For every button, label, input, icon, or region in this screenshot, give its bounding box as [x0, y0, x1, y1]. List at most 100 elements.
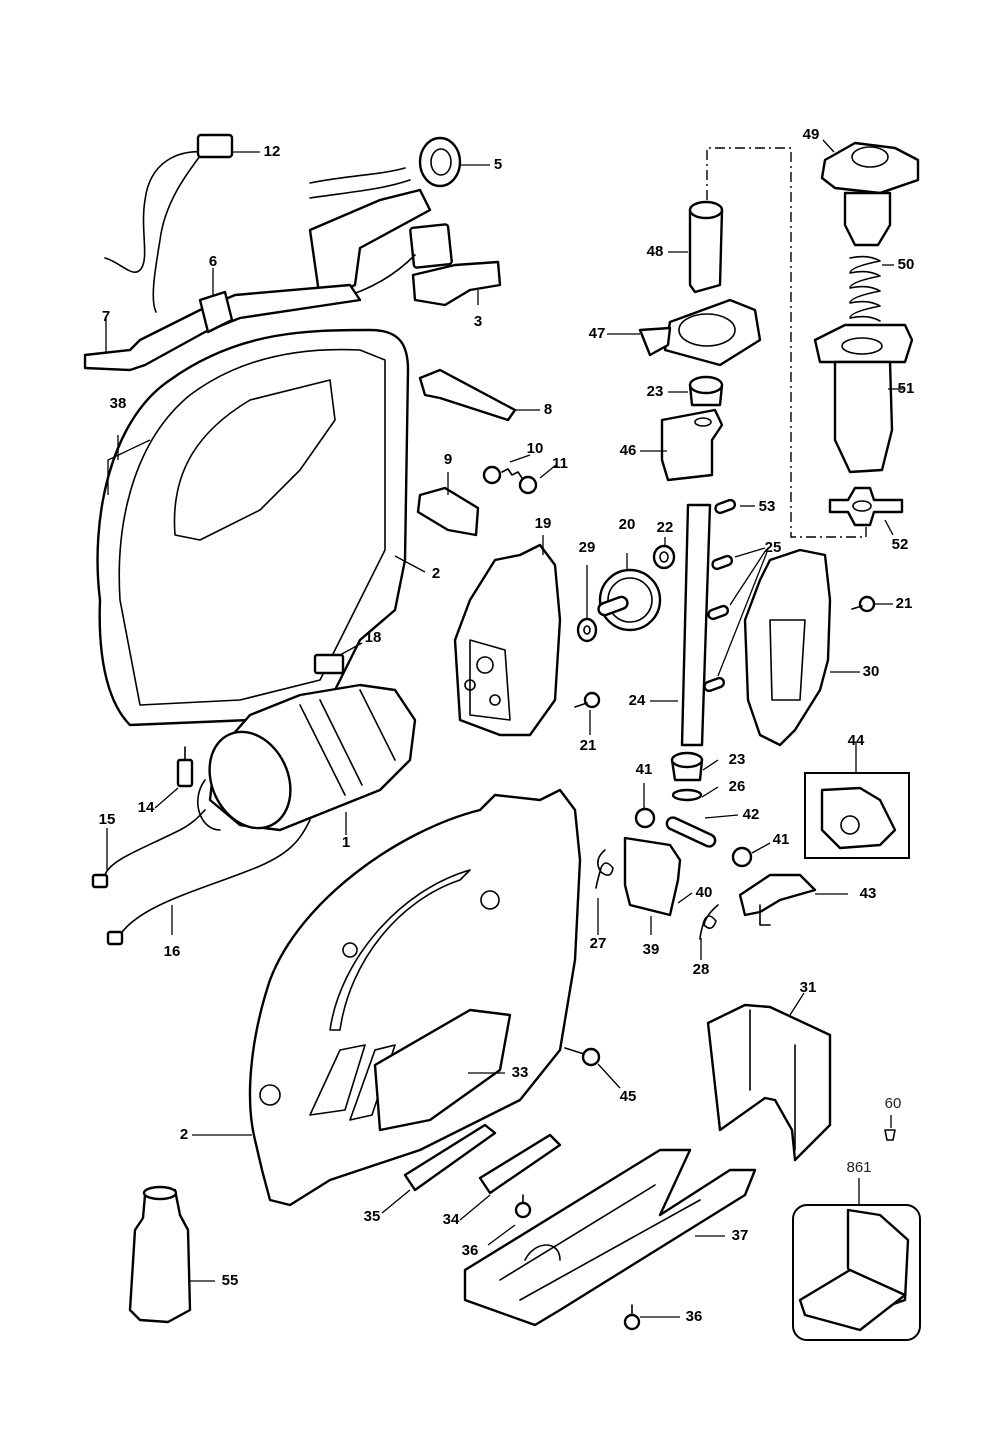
callout-18: 18 [364, 629, 382, 646]
callout-861: 861 [846, 1159, 872, 1176]
callout-36-lower: 36 [685, 1308, 703, 1325]
callout-1: 1 [341, 834, 351, 851]
part-28-spring [699, 904, 719, 960]
callout-49: 49 [802, 126, 820, 143]
callout-55: 55 [221, 1272, 239, 1289]
callout-38: 38 [109, 395, 127, 412]
part-34-bevel-lock [459, 1133, 562, 1221]
part-50-spring [849, 255, 894, 322]
part-2-housing-outer [192, 788, 582, 1207]
part-15-lead-wire [91, 809, 206, 889]
callout-9: 9 [443, 451, 453, 468]
callout-3: 3 [473, 313, 483, 330]
callout-2-upper: 2 [431, 565, 441, 582]
callout-40: 40 [695, 884, 713, 901]
callout-15: 15 [98, 811, 116, 828]
callout-27: 27 [589, 935, 607, 952]
callout-10: 10 [526, 440, 544, 457]
part-49-clamp-knob [820, 139, 920, 247]
callout-19: 19 [534, 515, 552, 532]
part-6-7-power-cord [83, 268, 362, 372]
part-43-pendulum-lever [738, 873, 848, 926]
callout-39: 39 [642, 941, 660, 958]
callout-8: 8 [543, 401, 553, 418]
part-38-housing-half [96, 328, 426, 727]
callout-37: 37 [731, 1227, 749, 1244]
callout-43: 43 [859, 885, 877, 902]
part-24-plunger-shaft [650, 498, 768, 747]
part-14-brush-holder [154, 746, 194, 809]
part-21-screw-right [851, 595, 893, 613]
callout-24: 24 [628, 692, 646, 709]
part-37-shoe [463, 1148, 757, 1327]
callout-23-lower: 23 [728, 751, 746, 768]
callout-36-upper: 36 [461, 1242, 479, 1259]
part-5-speed-dial [308, 136, 490, 302]
assembly-line [706, 147, 867, 538]
part-31-blade-guard [706, 992, 832, 1162]
part-51-knob-housing [813, 323, 914, 474]
part-35-dust-chute [381, 1123, 497, 1214]
callout-42: 42 [742, 806, 760, 823]
callout-20: 20 [618, 516, 636, 533]
callout-21-left: 21 [579, 737, 597, 754]
callout-60: 60 [884, 1095, 902, 1112]
callout-41-left: 41 [635, 761, 653, 778]
part-19-gear-case [453, 535, 562, 737]
callout-34: 34 [442, 1211, 460, 1228]
part-60-plug [884, 1115, 896, 1141]
part-41-ring-right [731, 842, 771, 868]
callout-2-lower: 2 [179, 1126, 189, 1143]
callout-53: 53 [758, 498, 776, 515]
callout-48: 48 [646, 243, 664, 260]
part-52-spider-clip [828, 486, 904, 536]
callout-21-right: 21 [895, 595, 913, 612]
part-55-dust-adapter [128, 1185, 215, 1324]
callout-29: 29 [578, 539, 596, 556]
part-12-wire-connector [104, 133, 260, 313]
callout-45: 45 [619, 1088, 637, 1105]
callout-25: 25 [764, 539, 782, 556]
part-20-22-29-gear-set [574, 537, 676, 735]
callout-50: 50 [897, 256, 915, 273]
callout-16: 16 [163, 943, 181, 960]
part-9-11-lock-button [416, 454, 557, 537]
callout-6: 6 [208, 253, 218, 270]
part-36-screw-lower [623, 1304, 680, 1331]
callout-52: 52 [891, 536, 909, 553]
part-41-ring-left [634, 783, 656, 829]
part-27-spring [595, 849, 614, 935]
part-8-trigger [418, 368, 540, 422]
part-23-bushing-top [668, 375, 724, 407]
callout-23-upper: 23 [646, 383, 664, 400]
callout-33: 33 [511, 1064, 529, 1081]
callout-22: 22 [656, 519, 674, 536]
callout-46: 46 [619, 442, 637, 459]
part-26-washer [671, 786, 719, 802]
part-48-sleeve [668, 200, 724, 294]
part-45-screw [564, 1047, 621, 1089]
part-47-clamp-plate [607, 298, 762, 367]
part-16-lead-wire [106, 819, 311, 946]
part-36-screw-upper [487, 1194, 532, 1246]
callout-14: 14 [137, 799, 155, 816]
callout-44: 44 [847, 732, 865, 749]
part-44-roller-guide-inset [804, 743, 910, 859]
callout-35: 35 [363, 1208, 381, 1225]
part-30-gear-cover [743, 548, 860, 747]
part-46-plunger-guide [640, 408, 724, 482]
callout-51: 51 [897, 380, 915, 397]
callout-26: 26 [728, 778, 746, 795]
part-1-motor [196, 683, 417, 835]
callout-31: 31 [799, 979, 817, 996]
callout-30: 30 [862, 663, 880, 680]
callout-11: 11 [552, 455, 568, 472]
callout-28: 28 [692, 961, 710, 978]
part-39-roller-support [623, 836, 693, 935]
callout-12: 12 [263, 143, 281, 160]
callout-5: 5 [493, 156, 503, 173]
callout-47: 47 [588, 325, 606, 342]
part-23-bushing-lower [670, 751, 719, 782]
part-18-terminal-block [313, 642, 363, 675]
